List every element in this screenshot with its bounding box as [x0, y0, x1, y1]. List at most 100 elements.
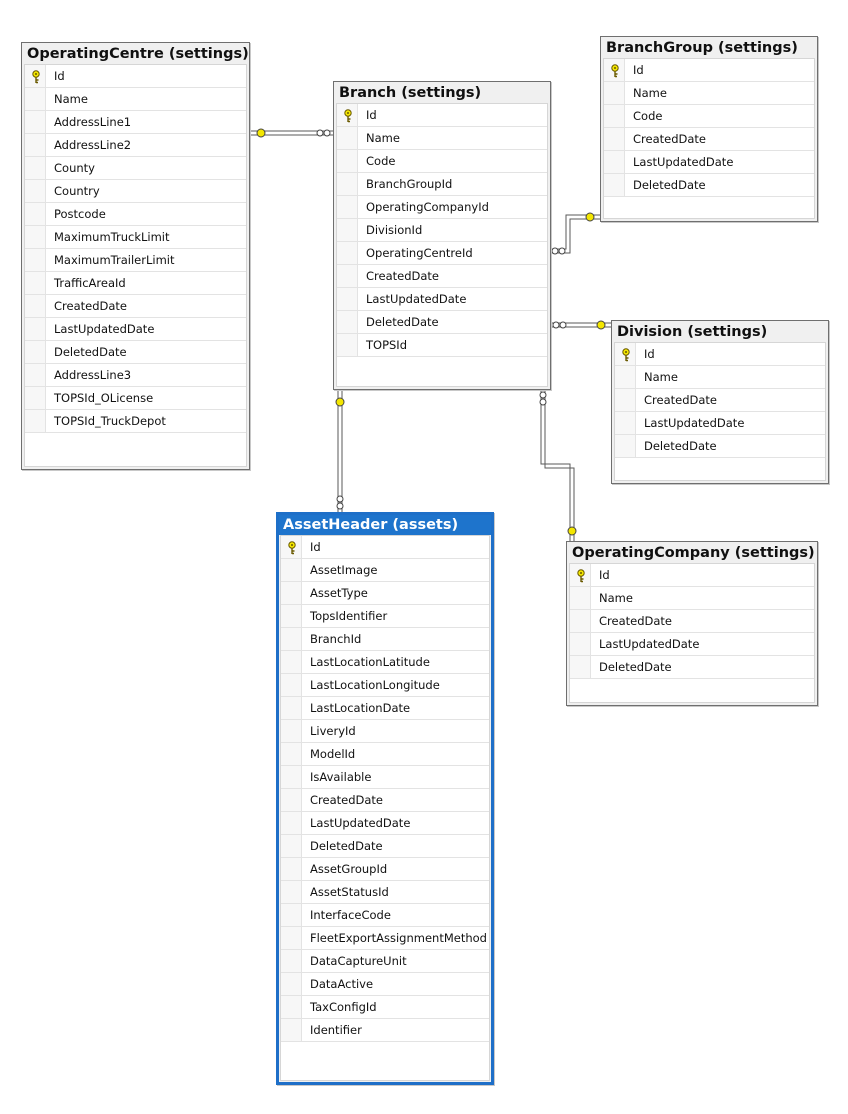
- row-selector[interactable]: [281, 651, 302, 673]
- column-row[interactable]: DivisionId: [337, 219, 547, 242]
- column-row[interactable]: LastLocationLongitude: [281, 674, 489, 697]
- column-row[interactable]: FleetExportAssignmentMethod: [281, 927, 489, 950]
- column-row[interactable]: LiveryId: [281, 720, 489, 743]
- column-row[interactable]: LastUpdatedDate: [337, 288, 547, 311]
- column-row[interactable]: AssetImage: [281, 559, 489, 582]
- column-row[interactable]: Country: [25, 180, 246, 203]
- row-selector[interactable]: [281, 766, 302, 788]
- row-selector[interactable]: [281, 628, 302, 650]
- row-selector[interactable]: [281, 605, 302, 627]
- column-row[interactable]: OperatingCentreId: [337, 242, 547, 265]
- column-row[interactable]: TopsIdentifier: [281, 605, 489, 628]
- row-selector[interactable]: [337, 288, 358, 310]
- row-selector[interactable]: [25, 272, 46, 294]
- row-selector[interactable]: [570, 633, 591, 655]
- column-row[interactable]: Code: [604, 105, 814, 128]
- row-selector[interactable]: [281, 743, 302, 765]
- row-selector[interactable]: [25, 203, 46, 225]
- column-row[interactable]: TOPSId_TruckDepot: [25, 410, 246, 433]
- column-row[interactable]: Name: [570, 587, 814, 610]
- column-row[interactable]: AssetGroupId: [281, 858, 489, 881]
- column-row[interactable]: LastUpdatedDate: [615, 412, 825, 435]
- row-selector[interactable]: [281, 950, 302, 972]
- column-row[interactable]: LastUpdatedDate: [25, 318, 246, 341]
- column-row[interactable]: CreatedDate: [570, 610, 814, 633]
- column-row[interactable]: DeletedDate: [25, 341, 246, 364]
- row-selector[interactable]: [337, 150, 358, 172]
- row-selector[interactable]: [25, 410, 46, 432]
- column-row[interactable]: Id: [570, 564, 814, 587]
- column-row[interactable]: Id: [615, 343, 825, 366]
- column-row[interactable]: Id: [604, 59, 814, 82]
- column-row[interactable]: AddressLine2: [25, 134, 246, 157]
- column-row[interactable]: CreatedDate: [337, 265, 547, 288]
- row-selector[interactable]: [281, 927, 302, 949]
- column-row[interactable]: DeletedDate: [281, 835, 489, 858]
- column-row[interactable]: DataCaptureUnit: [281, 950, 489, 973]
- column-row[interactable]: County: [25, 157, 246, 180]
- row-selector[interactable]: [25, 318, 46, 340]
- column-row[interactable]: BranchId: [281, 628, 489, 651]
- column-row[interactable]: DeletedDate: [615, 435, 825, 458]
- row-selector[interactable]: [337, 173, 358, 195]
- row-selector[interactable]: [25, 341, 46, 363]
- row-selector[interactable]: [337, 219, 358, 241]
- row-selector[interactable]: [281, 904, 302, 926]
- column-row[interactable]: AddressLine1: [25, 111, 246, 134]
- row-selector[interactable]: [25, 157, 46, 179]
- column-row[interactable]: Name: [25, 88, 246, 111]
- column-row[interactable]: MaximumTruckLimit: [25, 226, 246, 249]
- column-row[interactable]: TrafficAreaId: [25, 272, 246, 295]
- row-selector[interactable]: [25, 295, 46, 317]
- row-selector[interactable]: [281, 789, 302, 811]
- row-selector[interactable]: [337, 334, 358, 356]
- column-row[interactable]: AddressLine3: [25, 364, 246, 387]
- row-selector[interactable]: [570, 587, 591, 609]
- column-row[interactable]: CreatedDate: [281, 789, 489, 812]
- row-selector[interactable]: [25, 226, 46, 248]
- row-selector[interactable]: [337, 242, 358, 264]
- row-selector[interactable]: [281, 835, 302, 857]
- row-selector[interactable]: [281, 812, 302, 834]
- column-row[interactable]: LastUpdatedDate: [570, 633, 814, 656]
- column-row[interactable]: CreatedDate: [615, 389, 825, 412]
- column-row[interactable]: Id: [281, 536, 489, 559]
- row-selector[interactable]: [25, 180, 46, 202]
- row-selector[interactable]: [25, 249, 46, 271]
- row-selector[interactable]: [337, 311, 358, 333]
- column-row[interactable]: BranchGroupId: [337, 173, 547, 196]
- row-selector[interactable]: [281, 674, 302, 696]
- column-row[interactable]: Name: [337, 127, 547, 150]
- column-row[interactable]: Id: [337, 104, 547, 127]
- row-selector[interactable]: [604, 151, 625, 173]
- column-row[interactable]: AssetStatusId: [281, 881, 489, 904]
- row-selector[interactable]: [25, 364, 46, 386]
- row-selector[interactable]: [25, 134, 46, 156]
- row-selector[interactable]: [570, 656, 591, 678]
- column-row[interactable]: InterfaceCode: [281, 904, 489, 927]
- column-row[interactable]: LastUpdatedDate: [604, 151, 814, 174]
- column-row[interactable]: Code: [337, 150, 547, 173]
- row-selector[interactable]: [604, 174, 625, 196]
- row-selector[interactable]: [281, 720, 302, 742]
- column-row[interactable]: ModelId: [281, 743, 489, 766]
- row-selector[interactable]: [281, 996, 302, 1018]
- row-selector[interactable]: [281, 881, 302, 903]
- column-row[interactable]: TOPSId: [337, 334, 547, 357]
- column-row[interactable]: MaximumTrailerLimit: [25, 249, 246, 272]
- row-selector[interactable]: [570, 610, 591, 632]
- row-selector[interactable]: [281, 973, 302, 995]
- column-row[interactable]: OperatingCompanyId: [337, 196, 547, 219]
- row-selector[interactable]: [281, 697, 302, 719]
- row-selector[interactable]: [25, 111, 46, 133]
- column-row[interactable]: IsAvailable: [281, 766, 489, 789]
- column-row[interactable]: DeletedDate: [604, 174, 814, 197]
- column-row[interactable]: Name: [615, 366, 825, 389]
- column-row[interactable]: DeletedDate: [570, 656, 814, 679]
- row-selector[interactable]: [337, 265, 358, 287]
